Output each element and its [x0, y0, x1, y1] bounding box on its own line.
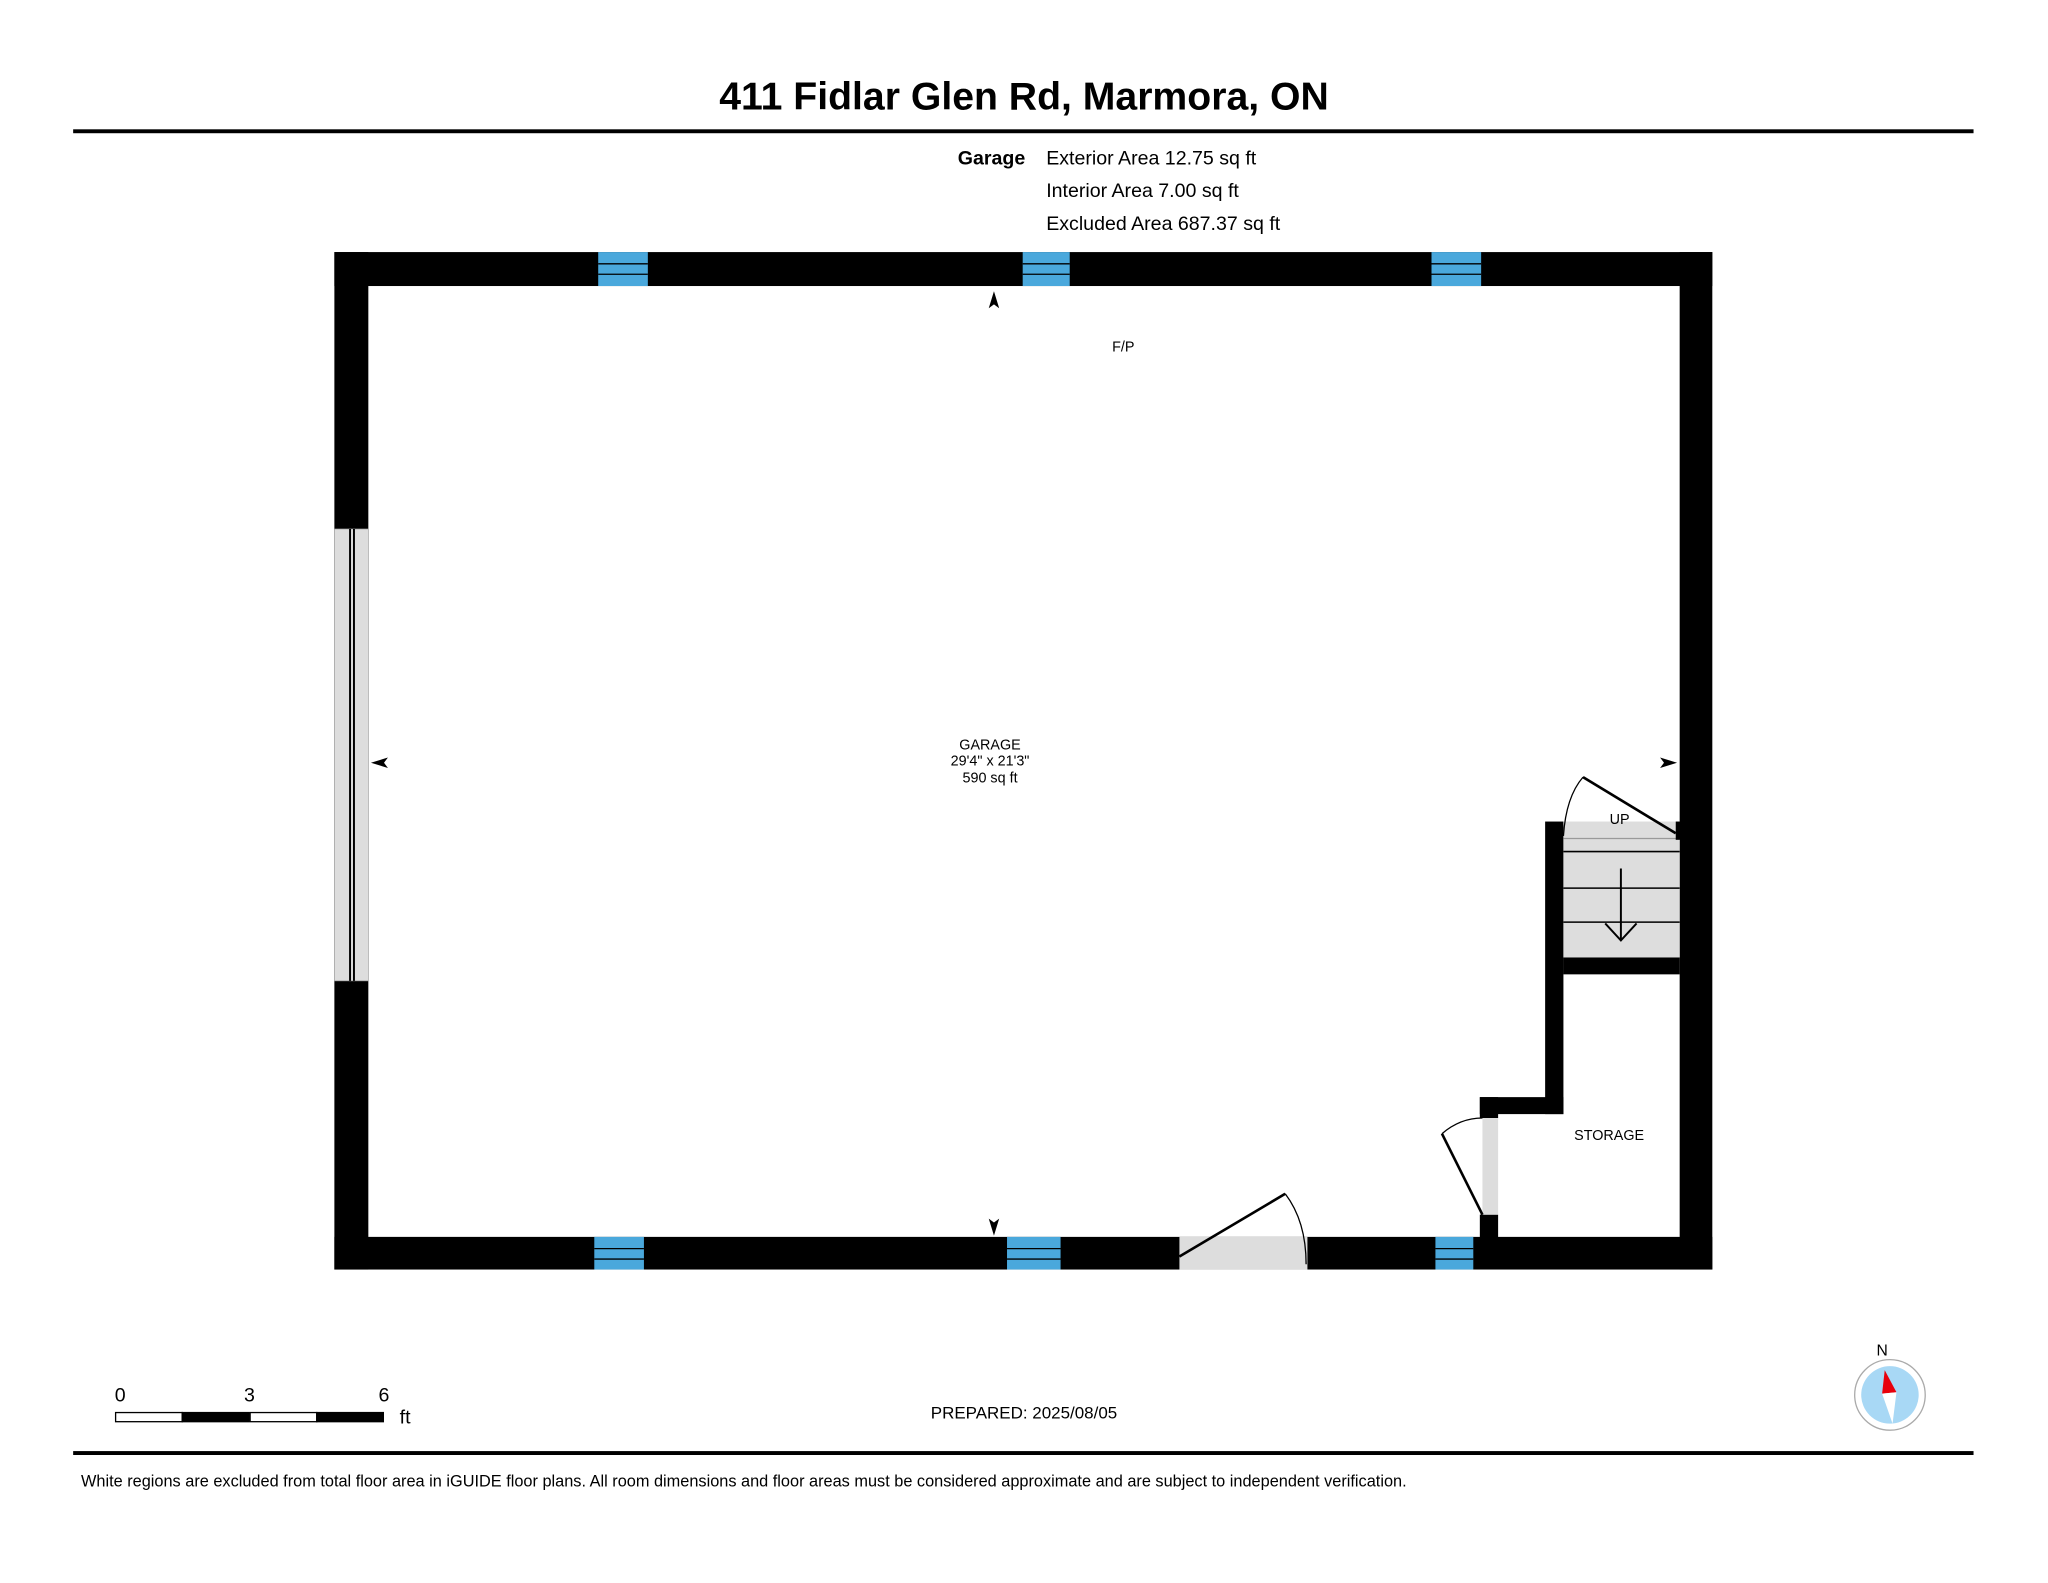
wall-storage-step	[1479, 1097, 1564, 1115]
window-icon	[594, 1236, 644, 1270]
scale-tick-6: 6	[379, 1384, 390, 1406]
scale-tick-3: 3	[244, 1384, 255, 1406]
scale-bar: 0 3 6 ft	[115, 1384, 411, 1428]
footer-divider	[73, 1451, 1974, 1456]
window-icon	[598, 252, 648, 287]
storage-door	[1440, 1117, 1499, 1216]
fireplace-label: F/P	[1112, 339, 1134, 355]
window-icon	[1431, 252, 1482, 287]
exterior-area: Exterior Area 12.75 sq ft	[1046, 148, 1257, 170]
arrow-left-icon	[370, 757, 388, 768]
arrow-down-icon	[988, 1218, 1000, 1236]
storage-room-name: STORAGE	[1574, 1128, 1644, 1144]
entry-door	[1178, 1192, 1308, 1270]
scale-unit: ft	[400, 1407, 411, 1429]
wall-right	[1679, 252, 1713, 1270]
compass-icon: N	[1854, 1343, 1926, 1431]
page-title: 411 Fidlar Glen Rd, Marmora, ON	[719, 76, 1329, 119]
stairs-label: UP	[1610, 812, 1630, 828]
window-icon	[1007, 1236, 1061, 1270]
garage-room-name: GARAGE	[959, 738, 1020, 754]
wall-stair-left	[1545, 821, 1564, 1115]
garage-room-area: 590 sq ft	[962, 770, 1017, 786]
window-icon	[1022, 252, 1070, 287]
prepared-date: PREPARED: 2025/08/05	[931, 1403, 1117, 1422]
floor-label: Garage	[958, 148, 1026, 170]
excluded-area: Excluded Area 687.37 sq ft	[1046, 213, 1281, 235]
footer-disclaimer: White regions are excluded from total fl…	[81, 1472, 1407, 1490]
compass-north-label: N	[1876, 1343, 1887, 1360]
header-divider	[73, 129, 1974, 134]
windows	[594, 252, 1482, 1270]
window-icon	[1435, 1236, 1474, 1270]
garage-door-opening	[334, 528, 369, 982]
interior-area: Interior Area 7.00 sq ft	[1046, 180, 1239, 202]
wall-storage-jamb-top	[1479, 1097, 1499, 1119]
scale-tick-0: 0	[115, 1384, 126, 1406]
wall-stair-storage	[1563, 957, 1680, 975]
wall-storage-jamb-bottom	[1479, 1214, 1499, 1241]
arrow-up-icon	[988, 291, 1000, 309]
garage-room-dimensions: 29'4" x 21'3"	[951, 753, 1030, 769]
arrow-right-icon	[1660, 757, 1678, 768]
stairs	[1562, 776, 1684, 958]
